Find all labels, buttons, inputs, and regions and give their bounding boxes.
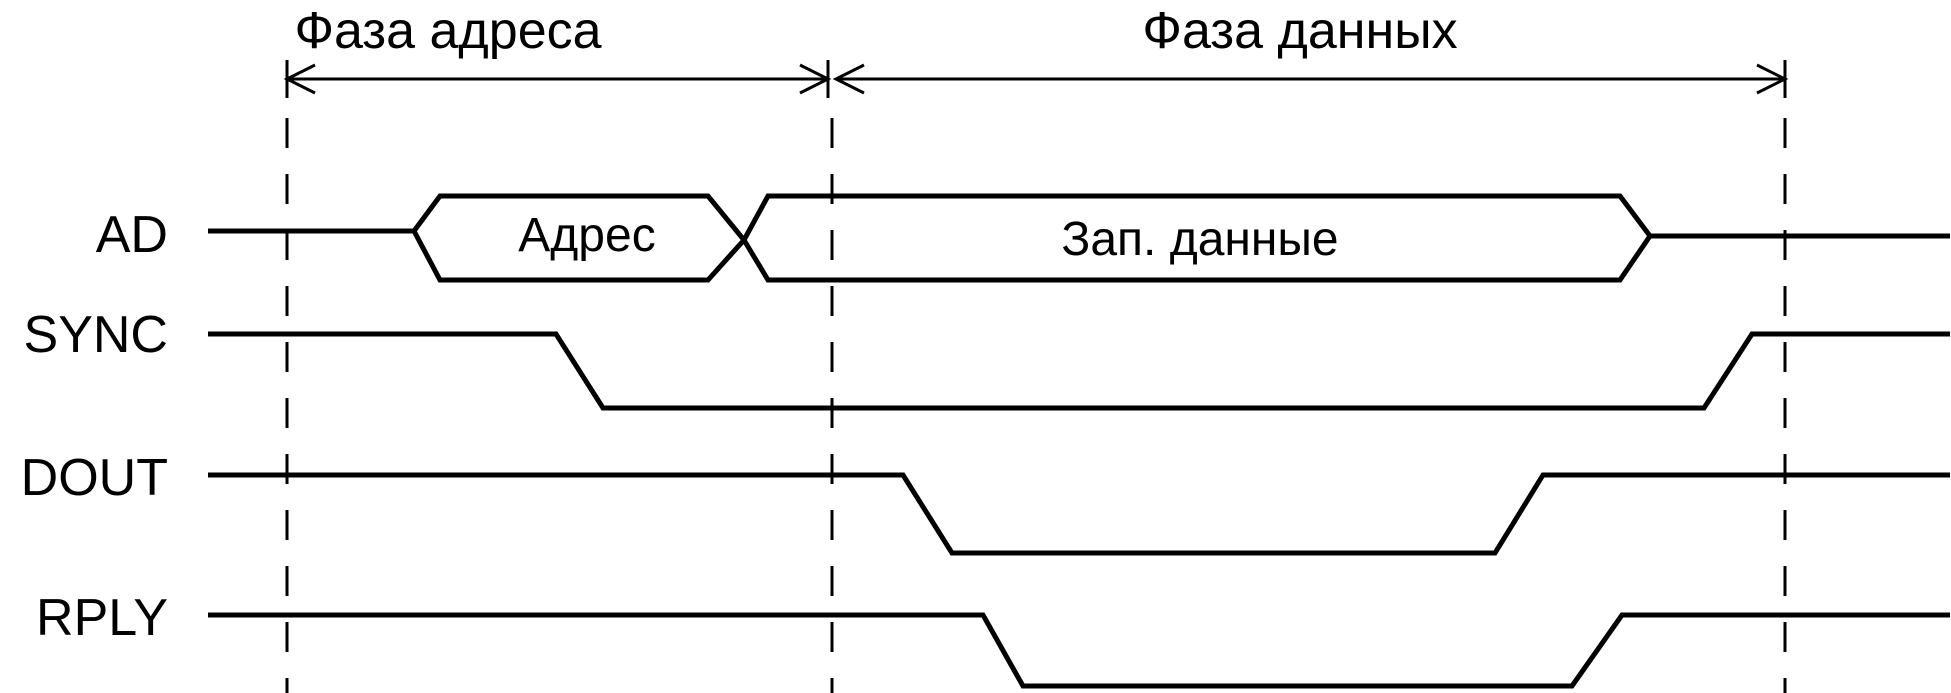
signal-label-ad: AD	[96, 206, 168, 264]
address-phase-arrow	[283, 60, 832, 98]
data-phase-label: Фаза данных	[1142, 2, 1457, 60]
signal-label-sync: SYNC	[24, 306, 168, 364]
ad-data-label: Зап. данные	[1061, 213, 1338, 266]
ad-waveform	[208, 193, 1950, 283]
signal-label-rply: RPLY	[36, 589, 168, 647]
sync-waveform	[208, 331, 1950, 411]
dout-waveform	[208, 472, 1950, 556]
address-phase-label: Фаза адреса	[294, 2, 601, 60]
signal-label-dout: DOUT	[21, 449, 168, 507]
ad-address-label: Адрес	[518, 209, 655, 262]
data-phase-arrow	[832, 60, 1789, 98]
rply-waveform	[208, 612, 1950, 689]
